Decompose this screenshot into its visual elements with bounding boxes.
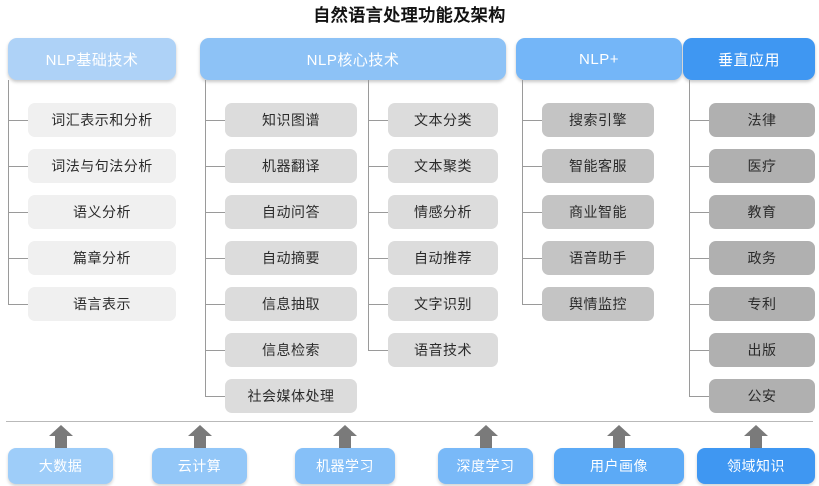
connector-stub — [689, 396, 709, 397]
foundation-box[interactable]: 用户画像 — [554, 448, 684, 484]
node-box[interactable]: 语义分析 — [28, 195, 176, 229]
connector-trunk-c2-g1 — [205, 80, 206, 396]
node-box[interactable]: 商业智能 — [542, 195, 654, 229]
connector-trunk-c1-g1 — [8, 80, 9, 304]
connector-stub — [368, 258, 388, 259]
connector-stub — [522, 120, 542, 121]
connector-stub — [689, 166, 709, 167]
up-arrow-icon — [607, 425, 631, 448]
column-header-4[interactable]: 垂直应用 — [683, 38, 815, 80]
connector-stub — [689, 304, 709, 305]
node-box[interactable]: 智能客服 — [542, 149, 654, 183]
node-box[interactable]: 出版 — [709, 333, 815, 367]
connector-stub — [8, 120, 28, 121]
connector-stub — [368, 350, 388, 351]
column-header-3[interactable]: NLP+ — [516, 38, 682, 80]
connector-stub — [205, 396, 225, 397]
up-arrow-icon — [333, 425, 357, 448]
node-box[interactable]: 政务 — [709, 241, 815, 275]
node-box[interactable]: 法律 — [709, 103, 815, 137]
node-box[interactable]: 自动问答 — [225, 195, 357, 229]
connector-stub — [8, 212, 28, 213]
connector-trunk-c4-g1 — [689, 80, 690, 396]
up-arrow-icon — [473, 425, 498, 448]
connector-stub — [205, 258, 225, 259]
foundation-box[interactable]: 大数据 — [8, 448, 113, 484]
node-box[interactable]: 语言表示 — [28, 287, 176, 321]
node-box[interactable]: 文本分类 — [388, 103, 498, 137]
node-box[interactable]: 语音助手 — [542, 241, 654, 275]
connector-stub — [368, 304, 388, 305]
column-header-1[interactable]: NLP基础技术 — [8, 38, 176, 80]
connector-stub — [689, 120, 709, 121]
connector-trunk-c3-g1 — [522, 80, 523, 304]
foundation-box[interactable]: 深度学习 — [438, 448, 533, 484]
node-box[interactable]: 篇章分析 — [28, 241, 176, 275]
connector-stub — [689, 258, 709, 259]
connector-stub — [205, 120, 225, 121]
node-box[interactable]: 知识图谱 — [225, 103, 357, 137]
node-box[interactable]: 自动摘要 — [225, 241, 357, 275]
column-header-2[interactable]: NLP核心技术 — [200, 38, 506, 80]
connector-stub — [368, 120, 388, 121]
connector-stub — [368, 166, 388, 167]
connector-stub — [522, 304, 542, 305]
node-box[interactable]: 信息检索 — [225, 333, 357, 367]
connector-trunk-c2-g2 — [368, 80, 369, 350]
up-arrow-icon — [48, 425, 73, 448]
connector-stub — [205, 212, 225, 213]
up-arrow-icon — [744, 425, 768, 448]
connector-stub — [8, 166, 28, 167]
node-box[interactable]: 医疗 — [709, 149, 815, 183]
foundation-box[interactable]: 领域知识 — [697, 448, 815, 484]
node-box[interactable]: 情感分析 — [388, 195, 498, 229]
page-title: 自然语言处理功能及架构 — [313, 6, 506, 25]
connector-stub — [205, 166, 225, 167]
foundation-box[interactable]: 机器学习 — [295, 448, 395, 484]
node-box[interactable]: 语音技术 — [388, 333, 498, 367]
connector-stub — [522, 166, 542, 167]
node-box[interactable]: 信息抽取 — [225, 287, 357, 321]
foundation-divider — [6, 421, 813, 422]
connector-stub — [205, 350, 225, 351]
node-box[interactable]: 机器翻译 — [225, 149, 357, 183]
node-box[interactable]: 搜索引擎 — [542, 103, 654, 137]
connector-stub — [205, 304, 225, 305]
foundation-box[interactable]: 云计算 — [152, 448, 247, 484]
connector-stub — [368, 212, 388, 213]
node-box[interactable]: 文本聚类 — [388, 149, 498, 183]
node-box[interactable]: 自动推荐 — [388, 241, 498, 275]
node-box[interactable]: 社会媒体处理 — [225, 379, 357, 413]
node-box[interactable]: 舆情监控 — [542, 287, 654, 321]
connector-stub — [522, 212, 542, 213]
node-box[interactable]: 文字识别 — [388, 287, 498, 321]
connector-stub — [522, 258, 542, 259]
node-box[interactable]: 专利 — [709, 287, 815, 321]
node-box[interactable]: 教育 — [709, 195, 815, 229]
node-box[interactable]: 词法与句法分析 — [28, 149, 176, 183]
up-arrow-icon — [187, 425, 212, 448]
connector-stub — [8, 304, 28, 305]
node-box[interactable]: 公安 — [709, 379, 815, 413]
connector-stub — [689, 350, 709, 351]
connector-stub — [689, 212, 709, 213]
node-box[interactable]: 词汇表示和分析 — [28, 103, 176, 137]
connector-stub — [8, 258, 28, 259]
